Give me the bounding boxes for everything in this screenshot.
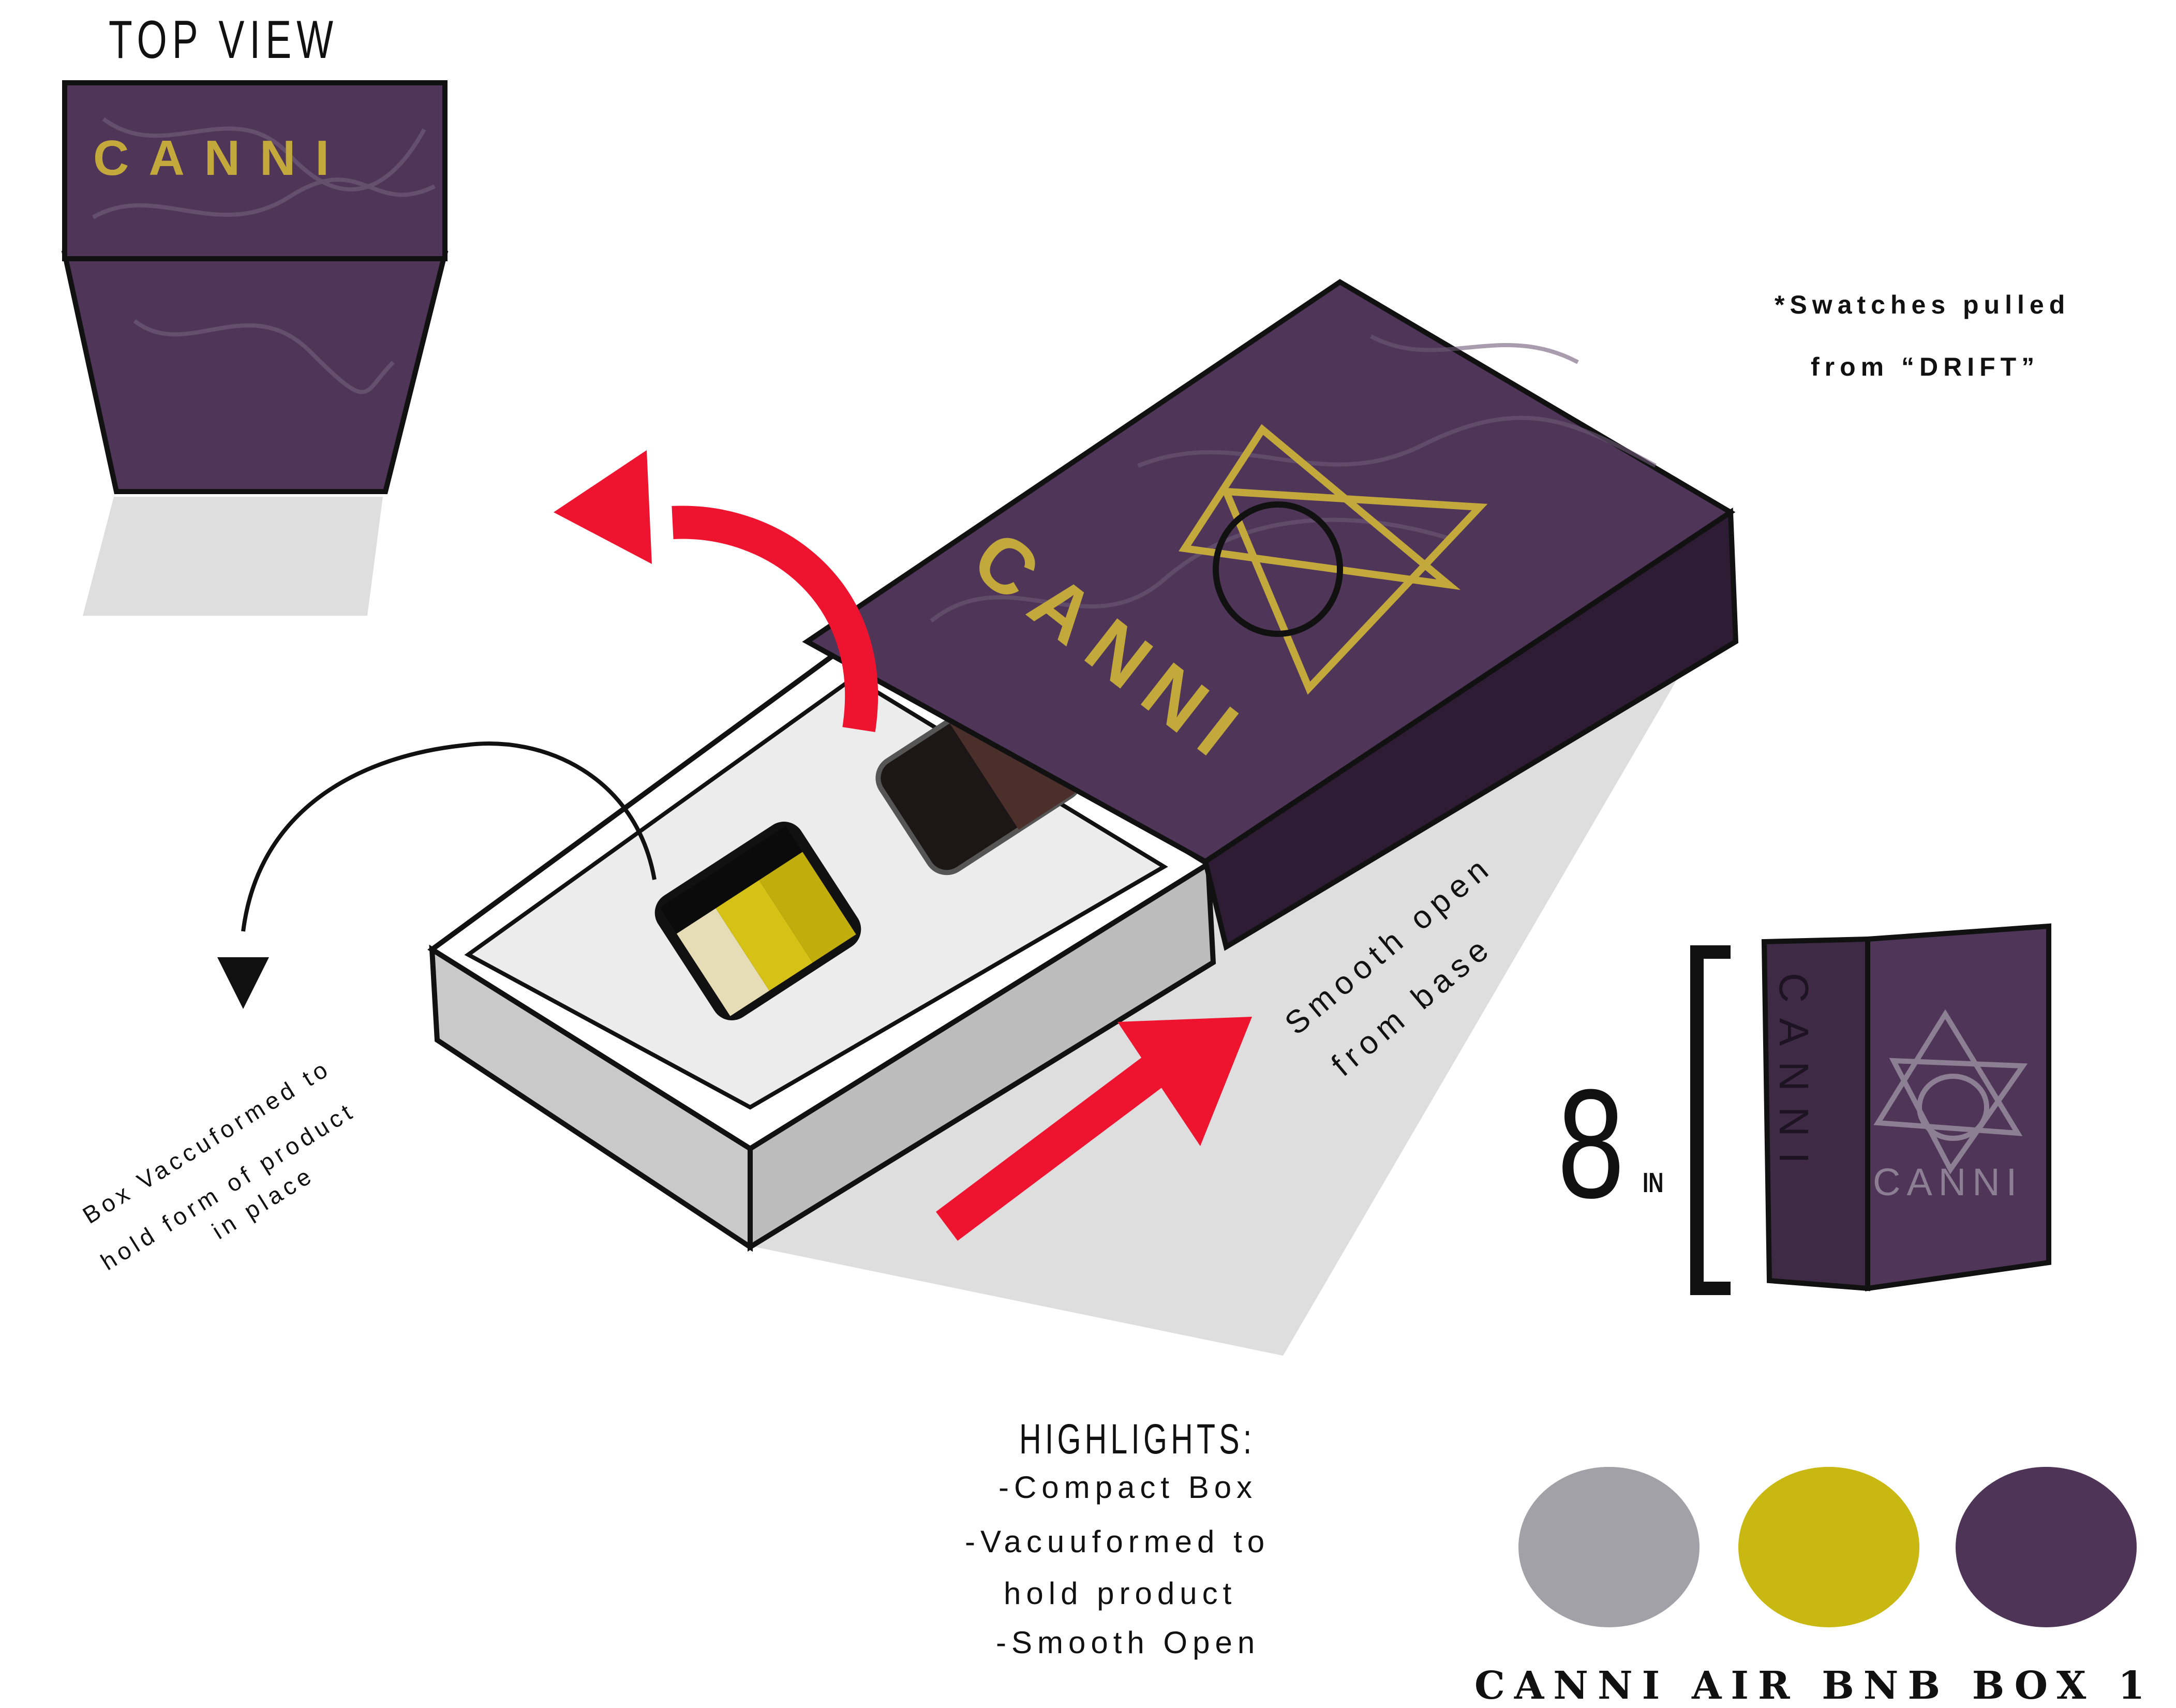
- dimension-bracket: [1690, 945, 1731, 1295]
- top-view-brand: CANNI: [93, 130, 349, 186]
- slide-arrow: [936, 1017, 1252, 1241]
- side-box-spine-brand: CANNI: [1771, 973, 1817, 1179]
- highlight-item: -Vacuuformed to: [965, 1524, 1270, 1559]
- lid-texture: [92, 117, 436, 394]
- product-striped: [654, 822, 861, 1020]
- dimension-value: 8: [1557, 1057, 1625, 1230]
- side-box: CANNI CANNI: [1690, 923, 2051, 1295]
- top-view-lid: [62, 80, 448, 261]
- swatch-purple: [1956, 1467, 2137, 1627]
- side-box-face: [1865, 923, 2051, 1291]
- sleeve-side: [1202, 507, 1739, 951]
- lift-arrow: [554, 450, 878, 732]
- color-swatches: [1518, 1467, 2137, 1627]
- top-view-body: [61, 251, 449, 494]
- main-box: CANNI: [427, 279, 1739, 1356]
- top-view-shadow: [83, 497, 383, 616]
- vacuum-callout-arrow: [217, 741, 657, 1009]
- swatch-note-line1: *Swatches pulled: [1775, 290, 2070, 319]
- highlight-item: -Compact Box: [998, 1470, 1258, 1505]
- sleeve-logo: [1179, 424, 1488, 695]
- tray-side-front: [748, 859, 1216, 1252]
- swatch-note-line2: from “DRIFT”: [1811, 352, 2040, 381]
- top-view-title: TOP VIEW: [109, 10, 339, 70]
- swatch-mustard: [1738, 1467, 1919, 1627]
- side-box-brand: CANNI: [1873, 1161, 2023, 1204]
- side-box-logo: [1873, 1009, 2028, 1175]
- sleeve-texture: [930, 334, 1657, 623]
- dimension-unit: IN: [1643, 1167, 1664, 1198]
- swatch-grey: [1518, 1467, 1700, 1627]
- footer-title: CANNI AIR BNB BOX 1: [1474, 1664, 2154, 1708]
- highlight-item: hold product: [1004, 1576, 1237, 1611]
- highlights-title: HIGHLIGHTS:: [1019, 1416, 1256, 1463]
- highlight-item: -Smooth Open: [996, 1625, 1260, 1660]
- top-view-box: CANNI: [61, 80, 449, 616]
